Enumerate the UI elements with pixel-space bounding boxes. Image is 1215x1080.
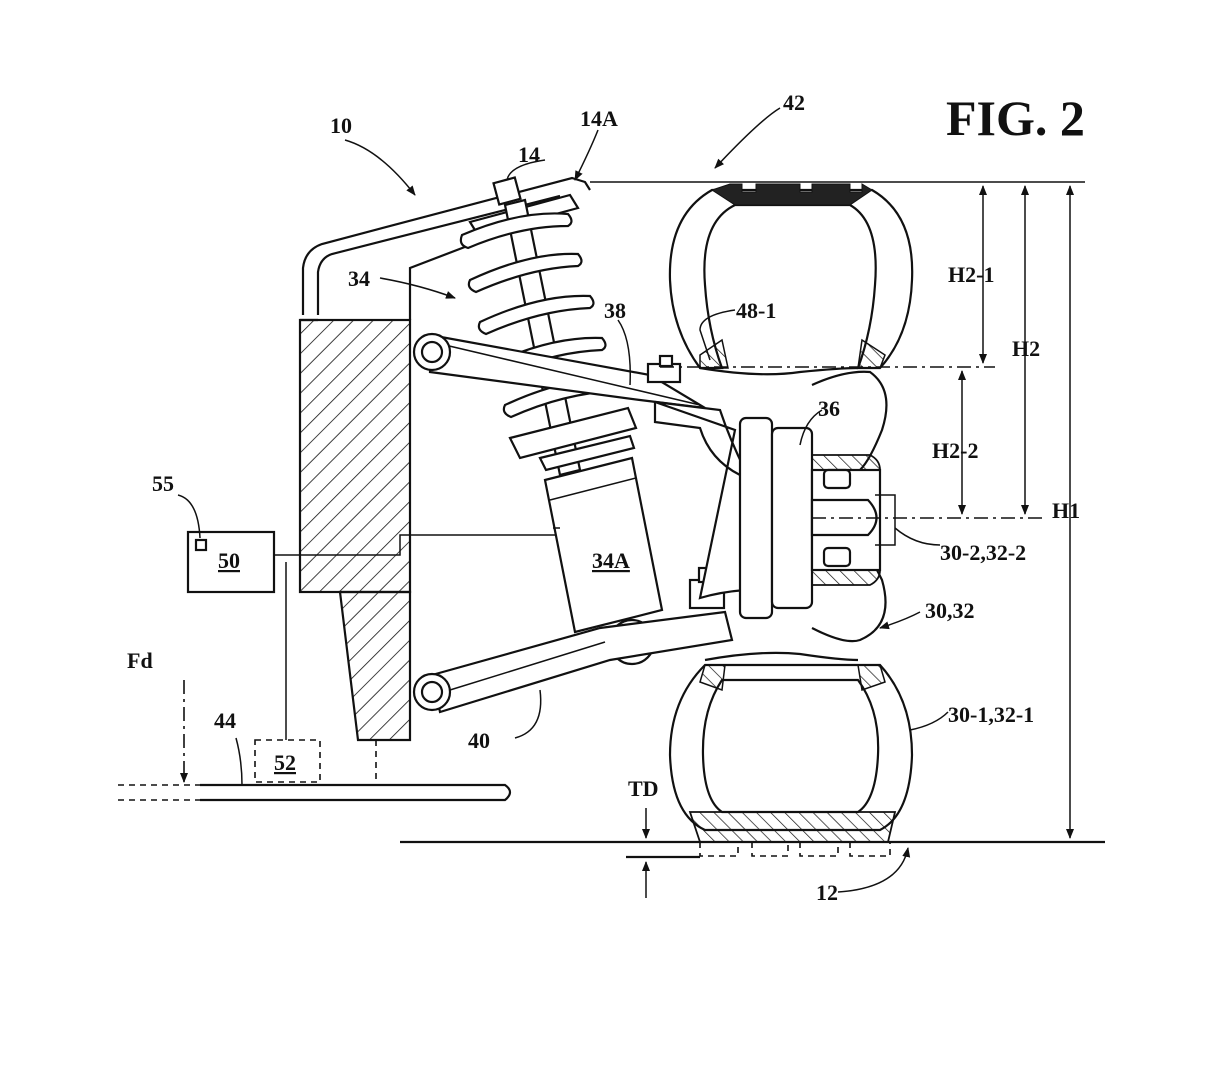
label-h1: H1 [1052, 498, 1080, 523]
wheel-centre-ring [811, 454, 881, 471]
label-fd: Fd [127, 648, 153, 673]
tread-lower [688, 811, 897, 843]
lower-control-arm [430, 610, 734, 714]
label-30-2-32-2: 30-2,32-2 [940, 540, 1026, 565]
label-38: 38 [604, 298, 626, 323]
label-12: 12 [816, 880, 838, 905]
damper-body [543, 456, 664, 634]
top-bolt [492, 176, 522, 206]
label-h2-1: H2-1 [948, 262, 994, 287]
leader-lines [177, 107, 949, 893]
figure-title: FIG. 2 [946, 90, 1085, 146]
label-td: TD [628, 776, 659, 801]
label-55: 55 [152, 471, 174, 496]
label-50: 50 [218, 548, 240, 573]
strut-assembly [459, 176, 664, 666]
label-44: 44 [214, 708, 236, 733]
vehicle-frame [298, 176, 591, 742]
signal-wire-to-damper [274, 534, 555, 556]
label-30-32: 30,32 [925, 598, 975, 623]
controller-system [118, 530, 555, 802]
wheel-assembly [668, 183, 914, 857]
label-48-1: 48-1 [736, 298, 776, 323]
label-52: 52 [274, 750, 296, 775]
contact-patch [699, 842, 891, 857]
sensor-55 [194, 538, 208, 552]
chassis-rail-44 [200, 783, 512, 802]
tread-upper [710, 183, 873, 206]
labels: FIG. 2 10 14 14A 42 34 38 48-1 36 34A 55… [127, 90, 1085, 905]
hub-body [770, 426, 814, 610]
frame-block-lower [338, 590, 412, 742]
ground-and-dimensions [400, 181, 1105, 898]
label-42: 42 [783, 90, 805, 115]
label-10: 10 [330, 113, 352, 138]
wheel-rim [699, 366, 859, 376]
label-30-1-32-1: 30-1,32-1 [948, 702, 1034, 727]
box-52-dashed [254, 739, 321, 783]
label-40: 40 [468, 728, 490, 753]
spring-seat-bottom [508, 406, 638, 460]
label-14: 14 [518, 142, 540, 167]
tire-lower [668, 663, 914, 832]
frame-block-upper [298, 318, 412, 594]
label-34: 34 [348, 266, 370, 291]
label-h2-2: H2-2 [932, 438, 978, 463]
label-14a: 14A [580, 106, 618, 131]
label-34a: 34A [592, 548, 630, 573]
tire-upper [668, 188, 914, 370]
label-h2: H2 [1012, 336, 1040, 361]
top-mount-bracket [301, 176, 591, 315]
knuckle-hub [653, 400, 814, 620]
brake-rotor [738, 416, 774, 620]
label-36: 36 [818, 396, 840, 421]
